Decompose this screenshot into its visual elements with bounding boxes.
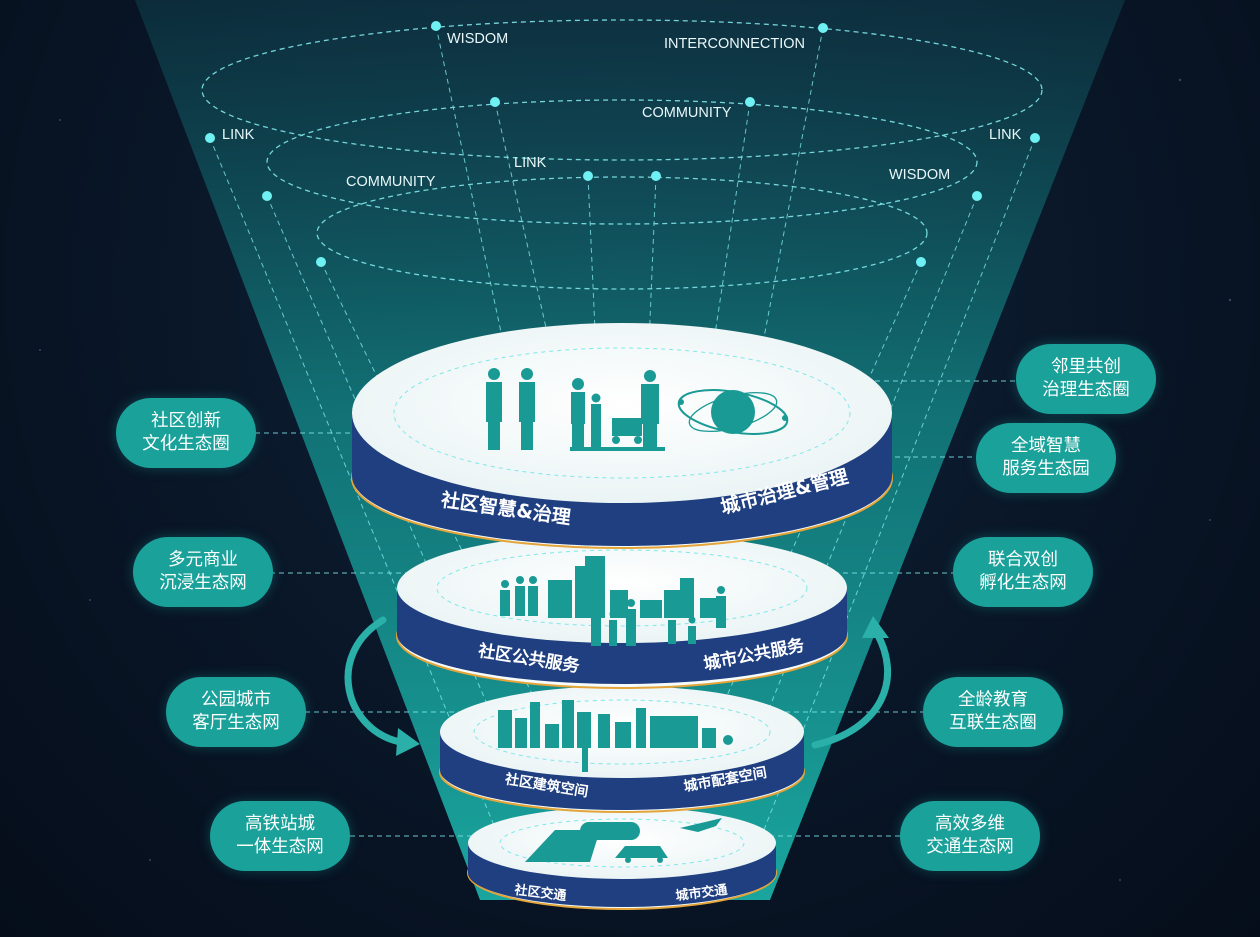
tier-3-disc: 社区建筑空间 城市配套空间	[439, 686, 805, 813]
tag-education: 全龄教育 互联生态圈	[923, 677, 1063, 747]
ring-label-interconnection: INTERCONNECTION	[664, 36, 805, 52]
tag-line: 客厅生态网	[192, 713, 280, 733]
tag-line: 一体生态网	[236, 837, 324, 857]
cycle-arrows	[344, 616, 892, 749]
ring-node	[651, 171, 661, 181]
tier-4-left-label: 社区交通	[513, 882, 568, 904]
tag-line: 沉浸生态网	[159, 573, 247, 593]
arrowhead-icon	[862, 616, 889, 638]
orbit-rings	[201, 19, 1043, 290]
buildings-icon	[498, 700, 733, 772]
tier-1-disc: 社区智慧&治理 城市治理&管理	[351, 323, 893, 549]
ring-node	[205, 133, 215, 143]
cycle-arrow-right	[811, 626, 892, 749]
ring-node	[972, 191, 982, 201]
tag-commerce: 多元商业 沉浸生态网	[133, 537, 273, 607]
tag-line: 互联生态圈	[949, 713, 1037, 733]
tag-rail-station: 高铁站城 一体生态网	[210, 801, 350, 871]
ring-node	[916, 257, 926, 267]
ring-label-wisdom: WISDOM	[889, 167, 950, 183]
tag-park-city: 公园城市 客厅生态网	[166, 677, 306, 747]
tag-smart-service: 全域智慧 服务生态园	[976, 423, 1116, 493]
tag-incubation: 联合双创 孵化生态网	[953, 537, 1093, 607]
city-people-icon	[500, 556, 726, 646]
transport-icon	[525, 818, 722, 863]
tag-line: 社区创新	[151, 411, 221, 431]
ring-node	[262, 191, 272, 201]
ring-node	[583, 171, 593, 181]
tier-2-disc: 社区公共服务 城市公共服务	[396, 533, 848, 689]
tier-4-right-label: 城市交通	[675, 882, 729, 904]
orbit-ring-outer	[201, 19, 1043, 161]
ring-label-link: LINK	[989, 127, 1022, 143]
tag-line: 高效多维	[935, 814, 1005, 834]
tag-line: 多元商业	[168, 550, 238, 570]
tier-4-disc: 社区交通 城市交通	[467, 807, 777, 910]
tag-line: 全域智慧	[1011, 436, 1081, 456]
starfield	[39, 78, 1232, 881]
ring-label-link: LINK	[514, 155, 547, 171]
ring-node	[1030, 133, 1040, 143]
tag-line: 交通生态网	[926, 837, 1014, 857]
ring-label-community: COMMUNITY	[346, 174, 436, 190]
globe-orbit-icon	[677, 389, 789, 435]
people-governance-icon	[486, 368, 665, 451]
ring-label-community: COMMUNITY	[642, 105, 732, 121]
cycle-arrow-left	[344, 616, 404, 746]
tag-line: 孵化生态网	[979, 573, 1067, 593]
ring-node	[745, 97, 755, 107]
tag-transport: 高效多维 交通生态网	[900, 801, 1040, 871]
tag-line: 公园城市	[201, 690, 271, 710]
tag-line: 全龄教育	[958, 690, 1028, 710]
orbit-ring-middle	[266, 99, 978, 225]
tag-community-culture: 社区创新 文化生态圈	[116, 398, 256, 468]
ring-node	[818, 23, 828, 33]
tag-line: 联合双创	[988, 550, 1058, 570]
tag-line: 服务生态园	[1002, 459, 1090, 479]
tag-line: 高铁站城	[245, 814, 315, 834]
ring-label-link: LINK	[222, 127, 255, 143]
tag-neighborhood-governance: 邻里共创 治理生态圈	[1016, 344, 1156, 414]
ring-label-wisdom: WISDOM	[447, 31, 508, 47]
arrowhead-icon	[396, 728, 420, 756]
tag-line: 治理生态圈	[1042, 380, 1130, 400]
ring-node	[316, 257, 326, 267]
tag-line: 邻里共创	[1051, 357, 1121, 377]
tag-line: 文化生态圈	[142, 434, 230, 454]
orbit-ring-inner	[316, 176, 928, 290]
ring-node	[431, 21, 441, 31]
ring-node	[490, 97, 500, 107]
